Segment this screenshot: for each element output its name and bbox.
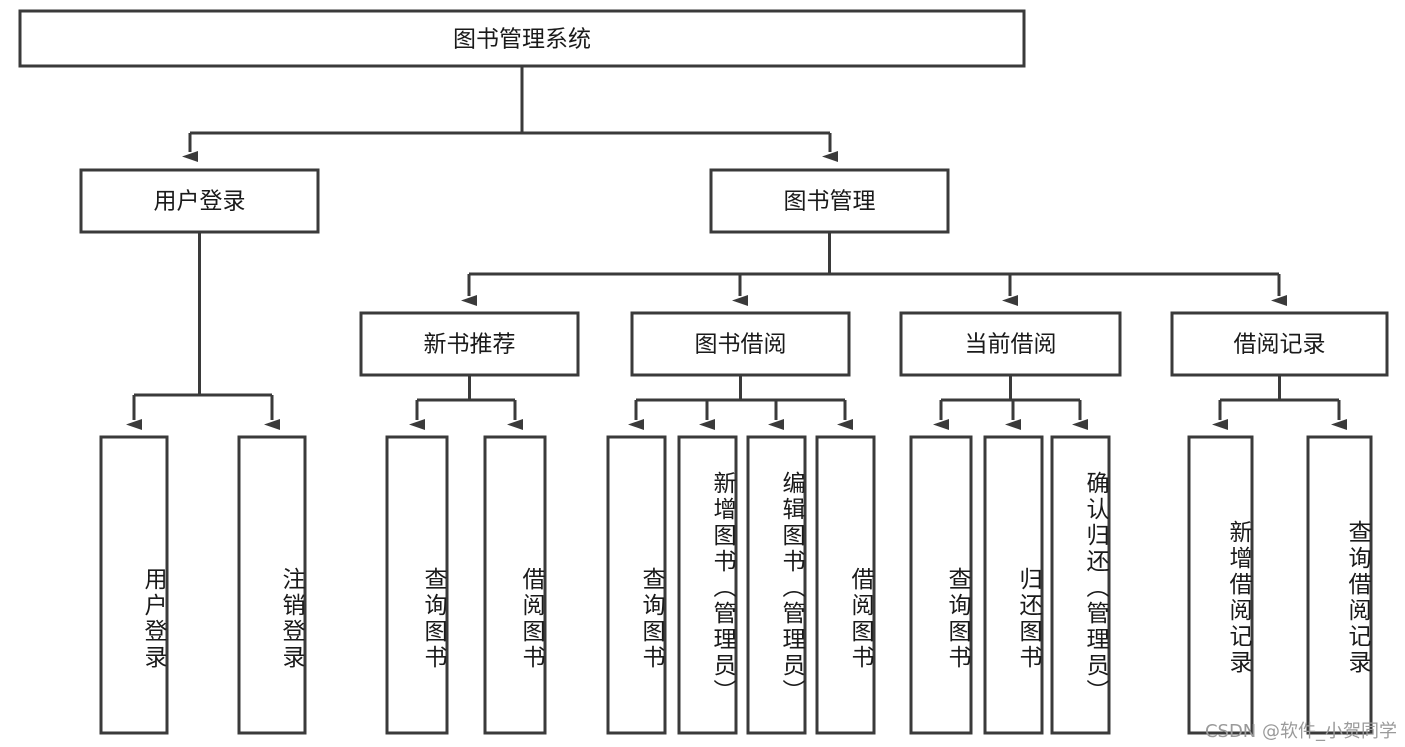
node-user-login[interactable]: 用户登录 xyxy=(79,168,320,234)
leaf-box-confirm-return-admin[interactable] xyxy=(1050,435,1111,735)
node-book-borrow[interactable]: 图书借阅 xyxy=(630,311,851,377)
node-new-book-recommend-label: 新书推荐 xyxy=(424,332,516,358)
csdn-watermark: CSDN @软件_小贺同学 xyxy=(1204,721,1397,742)
node-borrow-record[interactable]: 借阅记录 xyxy=(1170,311,1389,377)
leaf-box-query-borrow-record[interactable] xyxy=(1306,435,1373,735)
node-book-management[interactable]: 图书管理 xyxy=(709,168,950,234)
connector-book-borrow-to-leaves xyxy=(628,375,853,430)
node-user-login-label: 用户登录 xyxy=(154,189,246,215)
leaf-box-user-login[interactable] xyxy=(99,435,169,735)
leaf-box-user-logout[interactable] xyxy=(237,435,307,735)
node-root[interactable]: 图书管理系统 xyxy=(18,9,1026,68)
leaf-box-query-book-current[interactable] xyxy=(909,435,973,735)
connector-borrow-record-to-leaves xyxy=(1212,375,1347,430)
leaf-box-query-book-borrow[interactable] xyxy=(606,435,667,735)
leaf-box-edit-book-admin[interactable] xyxy=(746,435,807,735)
node-current-borrow-label: 当前借阅 xyxy=(965,332,1057,358)
node-borrow-record-label: 借阅记录 xyxy=(1234,332,1326,358)
connector-current-borrow-to-leaves xyxy=(933,375,1088,430)
node-new-book-recommend[interactable]: 新书推荐 xyxy=(359,311,580,377)
leaf-box-return-book[interactable] xyxy=(983,435,1044,735)
node-current-borrow-box xyxy=(899,311,1122,377)
leaf-box-borrow-book-rec[interactable] xyxy=(483,435,547,735)
node-current-borrow[interactable]: 当前借阅 xyxy=(899,311,1122,377)
connector-book-management-to-level3 xyxy=(461,232,1287,306)
node-root-label: 图书管理系统 xyxy=(453,27,591,53)
node-book-borrow-label: 图书借阅 xyxy=(695,332,787,358)
node-new-book-recommend-box xyxy=(359,311,580,377)
leaf-boxes xyxy=(99,435,1373,735)
leaf-box-add-borrow-record[interactable] xyxy=(1187,435,1254,735)
node-user-login-box xyxy=(79,168,320,234)
leaf-box-query-book-rec[interactable] xyxy=(385,435,449,735)
leaf-box-add-book-admin[interactable] xyxy=(677,435,738,735)
connector-root-to-level2 xyxy=(182,66,838,162)
connector-new-book-recommend-to-leaves xyxy=(409,375,523,430)
node-root-box xyxy=(18,9,1026,68)
connector-user-login-to-leaves xyxy=(126,232,280,430)
node-book-management-label: 图书管理 xyxy=(784,189,876,215)
leaf-box-borrow-book[interactable] xyxy=(815,435,876,735)
